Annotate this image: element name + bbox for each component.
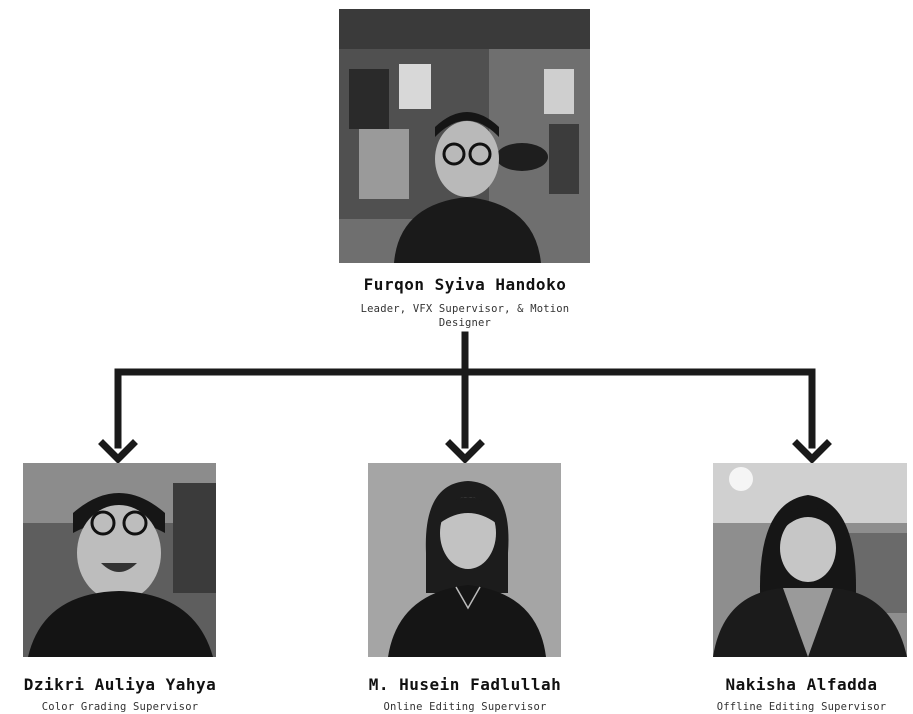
arrow-head-center-icon: [445, 439, 485, 464]
member-role-2: Online Editing Supervisor: [383, 701, 547, 713]
member-name-2: M. Husein Fadlullah: [368, 675, 562, 694]
member-photo-2: [368, 463, 561, 657]
leader-role: Leader, VFX Supervisor, & Motion Designe…: [360, 303, 570, 329]
member-name-3: Nakisha Alfadda: [725, 675, 878, 694]
arrow-head-right-icon: [792, 439, 832, 464]
member-role-3: Offline Editing Supervisor: [716, 701, 887, 713]
member-name-1: Dzikri Auliya Yahya: [23, 675, 217, 694]
member-role-1: Color Grading Supervisor: [41, 701, 199, 713]
leader-name: Furqon Syiva Handoko: [363, 275, 567, 294]
arrow-head-left-icon: [98, 439, 138, 464]
member-photo-3: [713, 463, 907, 657]
leader-photo: [339, 9, 590, 263]
member-photo-1: [23, 463, 216, 657]
